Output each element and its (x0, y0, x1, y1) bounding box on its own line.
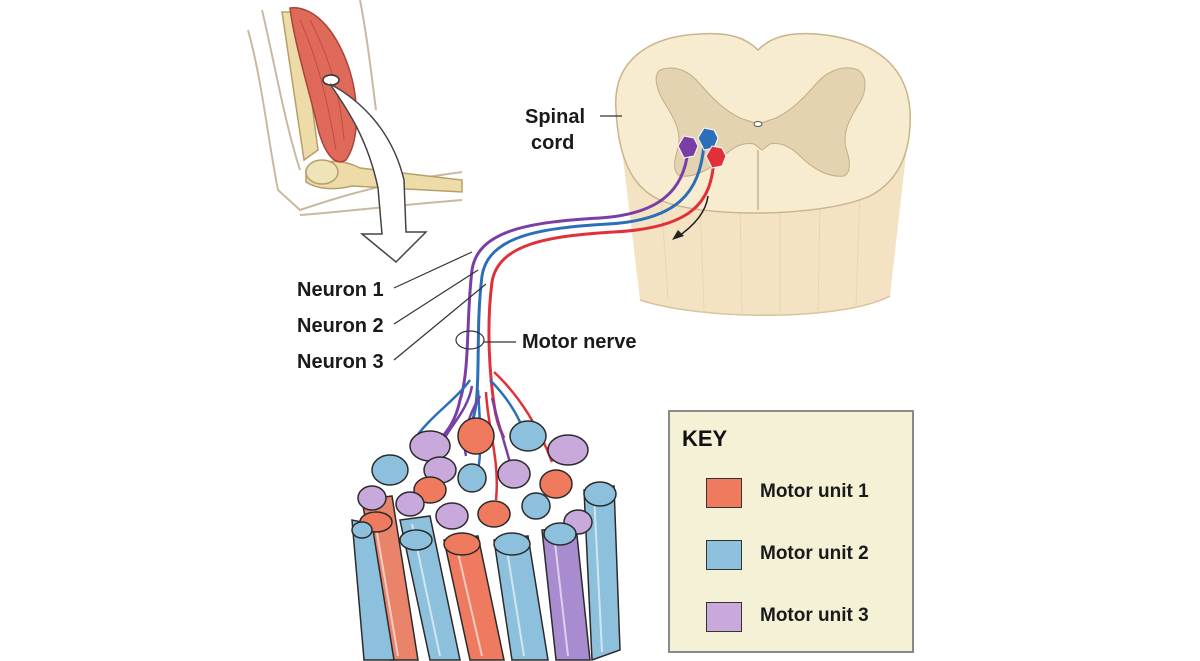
fiber-end-unit1 (457, 417, 495, 455)
label-leader-lines (393, 115, 622, 361)
fiber-end-unit2 (399, 529, 433, 551)
biceps-muscle (289, 7, 358, 163)
neuron3-cell-body (705, 145, 727, 169)
neuron1-axon (438, 149, 690, 441)
muscle-fiber-cross-sections (351, 417, 617, 556)
key-title: KEY (682, 426, 728, 451)
motor-nerve-label: Motor nerve (522, 331, 637, 353)
fiber-end-unit2 (509, 420, 547, 452)
fiber-end-unit3 (357, 485, 387, 511)
neuron1-label: Neuron 1 (297, 279, 384, 301)
muscle-fiber-cylinders (351, 485, 621, 661)
spinal-cord-label-line2: cord (531, 132, 575, 154)
spinal-cord (615, 32, 911, 317)
motor-unit-1-swatch (706, 478, 742, 508)
spinal-cord-label-line1: Spinal (525, 106, 586, 128)
fiber-end-unit2 (371, 454, 409, 486)
fiber-end-unit2 (493, 532, 531, 556)
fiber-end-unit3 (547, 434, 589, 466)
muscle-fascicle (351, 417, 621, 661)
magnify-arrow (329, 83, 428, 264)
motor-unit-1-label: Motor unit 1 (760, 481, 869, 502)
fiber-end-unit2 (351, 521, 373, 539)
fiber-end-unit1 (539, 469, 573, 499)
neuron-cell-bodies (677, 127, 727, 169)
motor-unit-3-swatch (706, 602, 742, 632)
neuron1-cell-body (677, 135, 699, 159)
fiber-end-unit3 (497, 459, 531, 489)
fiber-end-unit1 (443, 532, 481, 556)
motor-unit-3-label: Motor unit 3 (760, 605, 869, 626)
fiber-end-unit3 (435, 502, 469, 530)
fiber-end-unit2 (583, 481, 617, 507)
fiber-end-unit3 (395, 491, 425, 517)
fiber-end-unit3 (409, 430, 451, 462)
fiber-end-unit2 (457, 463, 487, 493)
fiber-end-unit2 (521, 492, 551, 520)
motor-unit-2-label: Motor unit 2 (760, 543, 869, 564)
neuron3-label: Neuron 3 (297, 351, 384, 373)
neuron2-cell-body (697, 127, 719, 151)
motor-unit-2-swatch (706, 540, 742, 570)
key-legend: KEY Motor unit 1 Motor unit 2 Motor unit… (668, 410, 914, 653)
fiber-end-unit2 (543, 522, 577, 546)
arm-illustration (247, 0, 463, 264)
neuron2-label: Neuron 2 (297, 315, 384, 337)
fiber-end-unit1 (413, 476, 447, 504)
fiber-end-unit1 (477, 500, 511, 528)
